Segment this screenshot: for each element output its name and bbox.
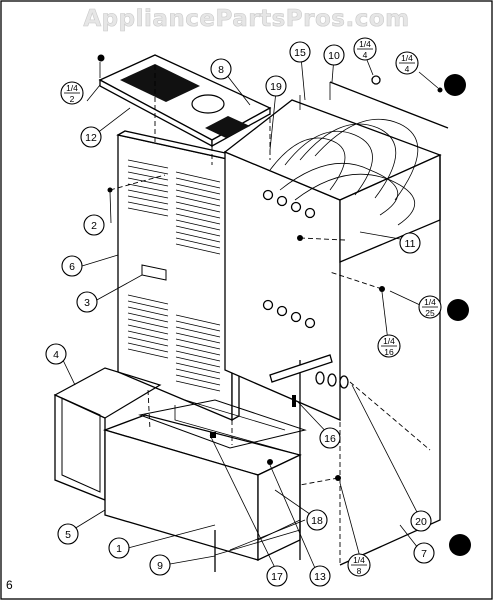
callout-11: 11 (399, 232, 421, 254)
watermark: AppliancePartsPros.com (83, 6, 410, 33)
svg-text:4: 4 (405, 64, 410, 74)
svg-text:1/4: 1/4 (353, 555, 365, 565)
callout-1: 1 (108, 537, 130, 559)
svg-text:25: 25 (425, 308, 435, 318)
callout-10: 10 (323, 44, 345, 66)
svg-text:1/4: 1/4 (66, 83, 78, 93)
callout-fraction-2: 1/4 4 (353, 37, 377, 61)
callout-fraction-3: 1/4 4 (395, 51, 419, 75)
svg-text:17: 17 (271, 571, 283, 583)
svg-text:1/4: 1/4 (401, 53, 413, 63)
svg-text:19: 19 (270, 81, 282, 93)
callout-12: 12 (80, 126, 102, 148)
page-number: 6 (6, 578, 13, 592)
door-part (53, 367, 162, 501)
svg-text:6: 6 (69, 261, 75, 273)
callout-4: 4 (45, 343, 67, 365)
callout-19: 19 (265, 75, 287, 97)
callout-7: 7 (413, 542, 435, 564)
svg-text:9: 9 (157, 560, 163, 572)
svg-text:5: 5 (65, 529, 71, 541)
cabinet-heat-exchanger-part (223, 81, 449, 566)
callout-fraction-5: 1/4 16 (377, 334, 401, 358)
svg-text:4: 4 (53, 349, 59, 361)
callout-fraction-6: 1/4 8 (347, 553, 371, 577)
alignment-lines (109, 65, 431, 486)
front-panel-part (116, 130, 241, 422)
svg-text:16: 16 (384, 347, 394, 357)
callout-6: 6 (61, 255, 83, 277)
registration-dot (449, 534, 471, 556)
callout-8: 8 (210, 58, 232, 80)
svg-text:2: 2 (91, 220, 97, 232)
svg-text:8: 8 (218, 64, 224, 76)
svg-text:11: 11 (405, 238, 416, 250)
svg-text:1: 1 (116, 543, 122, 555)
callout-15: 15 (289, 41, 311, 63)
callout-5: 5 (57, 523, 79, 545)
svg-text:13: 13 (314, 571, 326, 583)
callout-fraction-4: 1/4 25 (418, 295, 442, 319)
svg-text:10: 10 (328, 50, 340, 62)
svg-text:7: 7 (421, 548, 427, 560)
callout-18: 18 (306, 509, 328, 531)
top-cover-part (97, 54, 272, 148)
svg-text:12: 12 (85, 132, 97, 144)
svg-text:4: 4 (363, 50, 368, 60)
base-assembly-part (102, 354, 333, 572)
callout-2: 2 (83, 214, 105, 236)
svg-text:3: 3 (84, 297, 90, 309)
svg-text:18: 18 (311, 515, 323, 527)
callout-13: 13 (309, 565, 331, 587)
svg-text:15: 15 (294, 47, 306, 59)
callout-16: 16 (319, 427, 341, 449)
callout-9: 9 (149, 554, 171, 576)
callout-3: 3 (76, 291, 98, 313)
svg-text:20: 20 (415, 516, 427, 528)
registration-dot (444, 74, 466, 96)
leader-lines (61, 54, 439, 576)
callout-17: 17 (266, 565, 288, 587)
callout-20: 20 (410, 510, 432, 532)
svg-text:8: 8 (357, 566, 362, 576)
svg-text:1/4: 1/4 (383, 336, 395, 346)
svg-text:2: 2 (70, 94, 75, 104)
callout-fraction-1: 1/4 2 (60, 81, 84, 105)
registration-dot (447, 299, 469, 321)
fastener-parts (107, 75, 443, 481)
svg-text:16: 16 (324, 433, 336, 445)
svg-text:1/4: 1/4 (359, 39, 371, 49)
svg-text:1/4: 1/4 (424, 297, 436, 307)
